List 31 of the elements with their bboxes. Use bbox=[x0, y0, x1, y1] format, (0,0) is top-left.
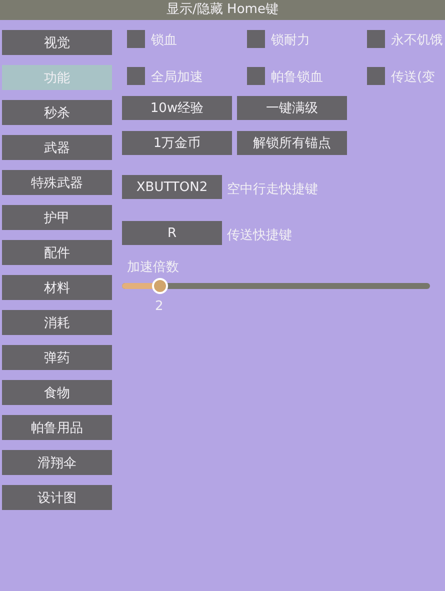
menu-tab: 视觉 bbox=[2, 30, 112, 55]
menu-tab: 秒杀 bbox=[2, 100, 112, 125]
checkbox-label: 永不饥饿 bbox=[391, 32, 443, 49]
action-button: 一键满级 bbox=[237, 96, 347, 120]
menu-tab: 帕鲁用品 bbox=[2, 415, 112, 440]
menu-tab: 武器 bbox=[2, 135, 112, 160]
checkbox-label: 传送(变 bbox=[391, 69, 436, 86]
action-button: 1万金币 bbox=[122, 131, 232, 155]
checkbox-label: 全局加速 bbox=[151, 69, 203, 86]
hotkey-label: 空中行走快捷键 bbox=[227, 181, 318, 198]
menu-tab: 材料 bbox=[2, 275, 112, 300]
menu-tab: 消耗 bbox=[2, 310, 112, 335]
action-button: 10w经验 bbox=[122, 96, 232, 120]
action-button: 解锁所有锚点 bbox=[237, 131, 347, 155]
hotkey-button: R bbox=[122, 221, 222, 245]
menu-tab: 特殊武器 bbox=[2, 170, 112, 195]
slider-label: 加速倍数 bbox=[127, 259, 179, 276]
checkbox-label: 锁耐力 bbox=[271, 32, 310, 49]
hotkey-label: 传送快捷键 bbox=[227, 227, 292, 244]
checkbox-label: 帕鲁锁血 bbox=[271, 69, 323, 86]
menu-tab: 护甲 bbox=[2, 205, 112, 230]
menu-tab: 食物 bbox=[2, 380, 112, 405]
menu-tab: 设计图 bbox=[2, 485, 112, 510]
hotkey-button: XBUTTON2 bbox=[122, 175, 222, 199]
menu-tab: 配件 bbox=[2, 240, 112, 265]
menu-tab: 功能 bbox=[2, 65, 112, 90]
menu-tab: 弹药 bbox=[2, 345, 112, 370]
checkbox-label: 锁血 bbox=[151, 32, 177, 49]
menu-tab: 滑翔伞 bbox=[2, 450, 112, 475]
title-bar: 显示/隐藏 Home键 bbox=[0, 0, 445, 20]
slider-value: 2 bbox=[155, 299, 164, 314]
